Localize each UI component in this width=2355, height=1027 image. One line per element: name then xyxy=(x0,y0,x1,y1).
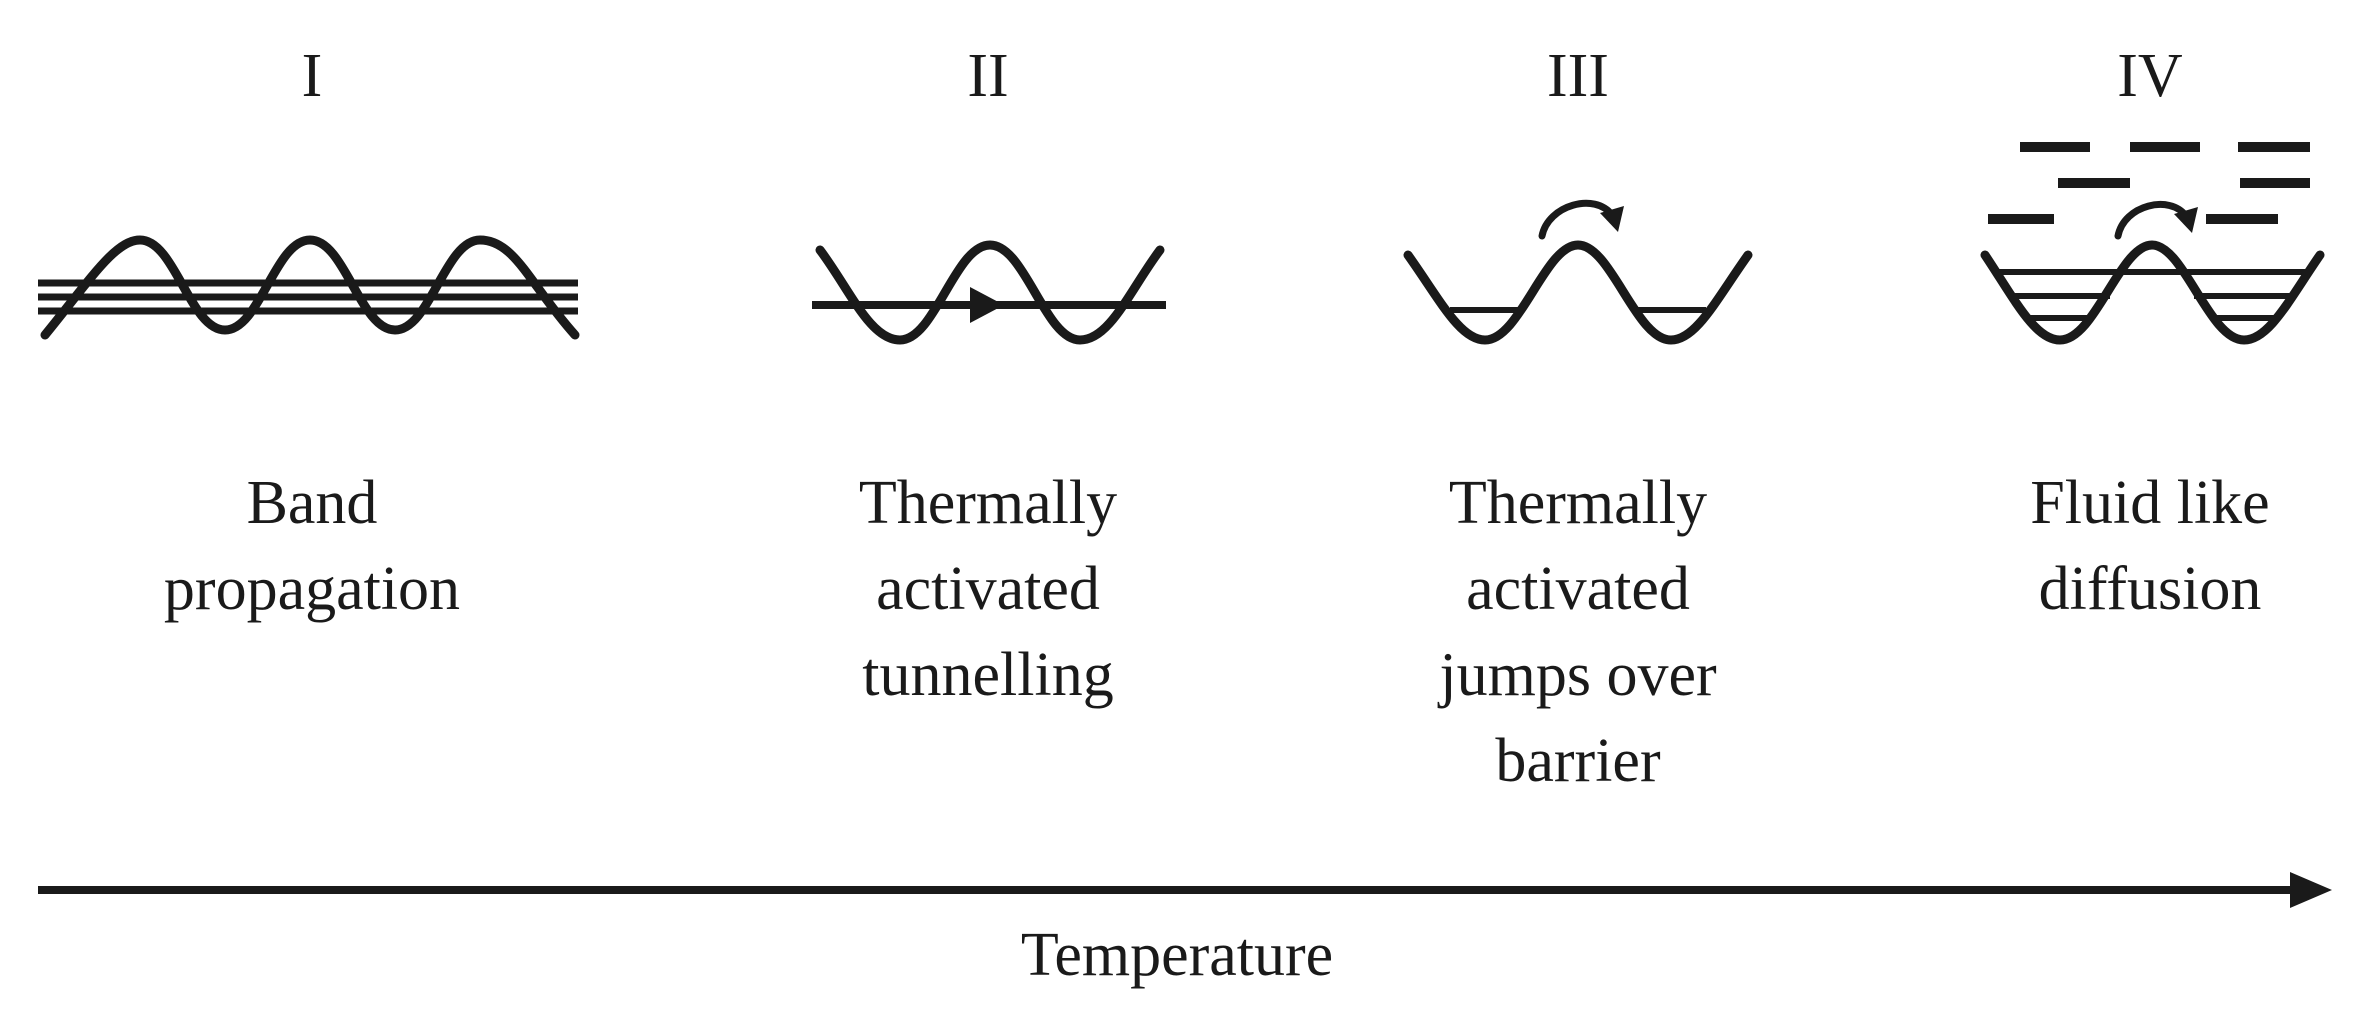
regime-4-level-dash xyxy=(2058,178,2130,188)
regime-4-level-dash xyxy=(2206,214,2278,224)
regime-4-level-dash xyxy=(2130,142,2200,152)
regime-2-caption: Thermally activated tunnelling xyxy=(758,460,1218,718)
regime-3-caption-line: Thermally xyxy=(1448,469,1708,537)
regime-1-caption-line: propagation xyxy=(163,555,461,623)
temperature-axis-arrowhead xyxy=(2290,872,2332,908)
regime-4-caption-line: diffusion xyxy=(2038,555,2262,623)
regime-4-numeral: IV xyxy=(2117,42,2183,110)
regime-3-numeral: III xyxy=(1547,42,1609,110)
regime-4-potential-wave xyxy=(1980,240,2325,345)
regime-3-jump-arrow xyxy=(1538,199,1616,240)
regime-4-jump-arrow xyxy=(2114,200,2190,240)
regime-1-caption-line: Band xyxy=(246,469,378,537)
regime-3-caption-line: activated xyxy=(1466,555,1690,623)
regime-2-caption-line: tunnelling xyxy=(862,641,1114,709)
regime-3-caption-line: jumps over xyxy=(1439,641,1717,709)
regime-4-illustration xyxy=(1980,142,2325,345)
temperature-axis xyxy=(38,872,2332,908)
regime-3-caption: Thermally activated jumps over barrier xyxy=(1348,460,1808,804)
regime-1-potential-wave xyxy=(40,235,580,340)
regime-2-caption-line: Thermally xyxy=(858,469,1118,537)
regime-3-illustration xyxy=(1403,199,1753,345)
regime-4-level-dash xyxy=(1988,214,2054,224)
regime-3-jump-arrowhead xyxy=(1600,206,1624,232)
regime-4-level-dash xyxy=(2238,142,2310,152)
regime-4-level-dash xyxy=(2020,142,2090,152)
regime-1-numeral: I xyxy=(301,42,323,110)
regime-4-caption: Fluid like diffusion xyxy=(1920,460,2355,632)
regime-2-caption-line: activated xyxy=(876,555,1100,623)
regime-4-level-dash xyxy=(2240,178,2310,188)
regime-4-jump-arrowhead xyxy=(2174,207,2198,233)
regime-3-potential-wave xyxy=(1403,240,1753,345)
regime-2-potential-wave xyxy=(815,240,1165,345)
regime-2-numeral: II xyxy=(967,42,1009,110)
regime-2-illustration xyxy=(812,240,1166,345)
regime-1-illustration xyxy=(38,235,580,340)
regime-2-tunnelling-arrowhead xyxy=(970,287,1004,323)
regime-4-caption-line: Fluid like xyxy=(2030,469,2270,537)
temperature-axis-label: Temperature xyxy=(1020,921,1334,989)
regime-1-caption: Band propagation xyxy=(82,460,542,632)
regime-3-caption-line: barrier xyxy=(1495,727,1661,795)
